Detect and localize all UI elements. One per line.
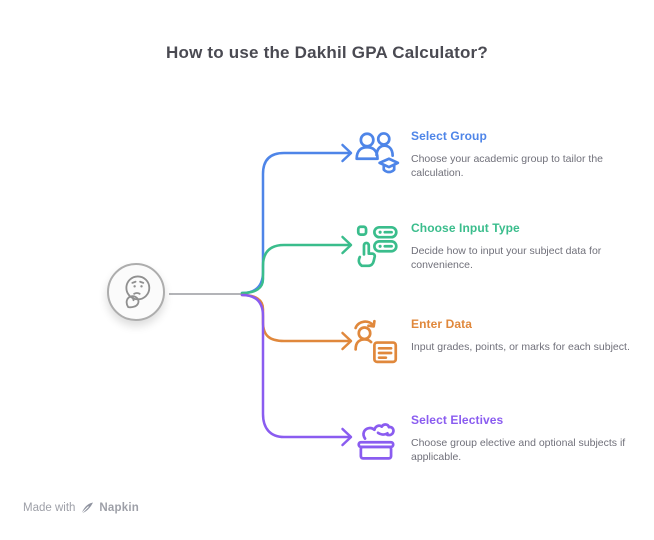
arrowhead-select-electives — [341, 427, 353, 447]
branch-description: Decide how to input your subject data fo… — [411, 245, 602, 272]
branch-text-select-electives: Select Electives Choose group elective a… — [411, 411, 641, 464]
branch-text-enter-data: Enter Data Input grades, points, or mark… — [411, 315, 641, 354]
thinking-face-icon — [125, 275, 151, 309]
branch-description: Choose your academic group to tailor the… — [411, 153, 604, 180]
center-node — [107, 263, 165, 321]
students-group-icon — [355, 132, 400, 174]
page-title: How to use the Dakhil GPA Calculator? — [166, 43, 488, 62]
hand-select-list-icon — [356, 225, 398, 268]
branch-enter-data: Enter Data Input grades, points, or mark… — [352, 315, 652, 367]
branch-description: Input grades, points, or marks for each … — [411, 341, 630, 353]
branch-select-group: Select Group Choose your academic group … — [352, 127, 652, 180]
made-with-napkin-watermark: Made with Napkin — [23, 501, 139, 515]
arrowhead-enter-data — [341, 331, 353, 351]
connector-select-electives — [240, 293, 352, 439]
hand-box-icon — [357, 423, 395, 460]
arrowhead-choose-input-type — [341, 235, 353, 255]
branch-text-choose-input-type: Choose Input Type Decide how to input yo… — [411, 219, 641, 272]
branch-text-select-group: Select Group Choose your academic group … — [411, 127, 641, 180]
branch-title: Select Electives — [411, 413, 504, 427]
arrowhead-select-group — [341, 143, 353, 163]
connector-select-group — [240, 151, 352, 295]
branch-title: Enter Data — [411, 317, 473, 331]
napkin-pen-icon — [81, 502, 94, 514]
branch-title: Select Group — [411, 129, 487, 143]
person-document-icon — [354, 319, 398, 364]
branch-description: Choose group elective and optional subje… — [411, 437, 626, 464]
branch-title: Choose Input Type — [411, 221, 520, 235]
made-with-label: Made with — [23, 502, 76, 514]
branch-choose-input-type: Choose Input Type Decide how to input yo… — [352, 219, 652, 272]
connector-choose-input-type — [240, 243, 352, 295]
branch-select-electives: Select Electives Choose group elective a… — [352, 411, 652, 464]
napkin-brand-label: Napkin — [99, 502, 139, 514]
